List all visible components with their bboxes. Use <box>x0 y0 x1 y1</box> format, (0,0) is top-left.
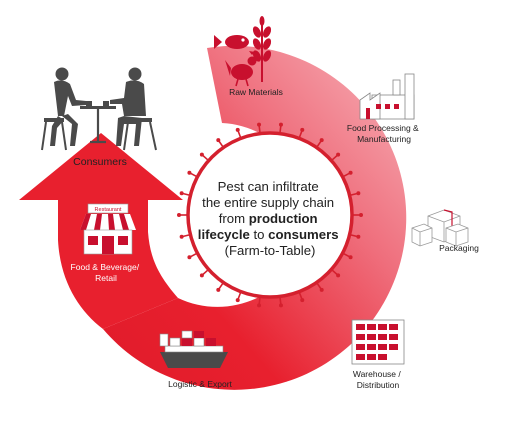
center-circle-border <box>186 131 354 299</box>
consumers-label: Consumers <box>73 156 127 168</box>
restaurant-icon: Restaurant <box>80 203 136 255</box>
center-line-2: the entire supply chain <box>202 195 334 210</box>
supply-chain-ring <box>103 45 407 390</box>
circle-spike-dot <box>257 122 262 127</box>
food-processing-label: Food Processing & Manufacturing <box>347 123 421 144</box>
center-circle-spikes <box>177 122 363 308</box>
restaurant-sign: Restaurant <box>95 207 122 213</box>
center-line-1: Pest can infiltrate <box>218 179 319 194</box>
circle-spike-dot <box>278 303 283 308</box>
circle-spike-dot <box>179 234 184 239</box>
raw-materials-label: Raw Materials <box>229 87 283 97</box>
circle-spike-dot <box>356 191 361 196</box>
circle-spike-dot <box>348 170 353 175</box>
circle-spike-dot <box>319 138 324 143</box>
circle-spike-dot <box>359 213 363 217</box>
warehouse-label: Warehouse / Distribution <box>353 369 403 390</box>
logistic-label: Logistic & Export <box>168 379 232 389</box>
center-line-4a: lifecycle <box>198 227 250 242</box>
circle-spike-dot <box>257 303 262 308</box>
circle-spike-dot <box>336 152 341 157</box>
circle-spike-dot <box>300 127 305 132</box>
factory-icon <box>359 73 415 120</box>
circle-spike-dot <box>235 298 240 303</box>
circle-spike-dot <box>216 138 221 143</box>
packaging-boxes-icon <box>411 209 469 247</box>
circle-spike-dot <box>300 298 305 303</box>
center-line-4c: consumers <box>268 227 338 242</box>
circle-spike-dot <box>179 191 184 196</box>
circle-spike-dot <box>199 273 204 278</box>
circle-spike-dot <box>177 213 181 217</box>
circle-spike-dot <box>356 234 361 239</box>
circle-spike-dot <box>235 127 240 132</box>
circle-spike-dot <box>278 122 283 127</box>
center-line-5: (Farm-to-Table) <box>225 243 316 258</box>
circle-spike-dot <box>216 287 221 292</box>
food-beverage-label: Food & Beverage/ Retail <box>71 262 142 283</box>
circle-spike-dot <box>199 152 204 157</box>
circle-spike-dot <box>348 255 353 260</box>
center-text: Pest can infiltrate the entire supply ch… <box>198 179 342 258</box>
raw-materials-icon <box>214 16 272 87</box>
circle-spike-dot <box>187 255 192 260</box>
circle-spike-dot <box>187 170 192 175</box>
packaging-label: Packaging <box>439 243 479 253</box>
cargo-ship-icon <box>159 330 228 368</box>
center-line-3a: from <box>219 211 249 226</box>
circle-spike-dot <box>319 287 324 292</box>
circle-spike-dot <box>336 273 341 278</box>
center-line-4b: to <box>250 227 268 242</box>
warehouse-shelves-icon <box>351 319 405 365</box>
consumers-icon <box>41 67 157 151</box>
center-line-3b: production <box>249 211 318 226</box>
